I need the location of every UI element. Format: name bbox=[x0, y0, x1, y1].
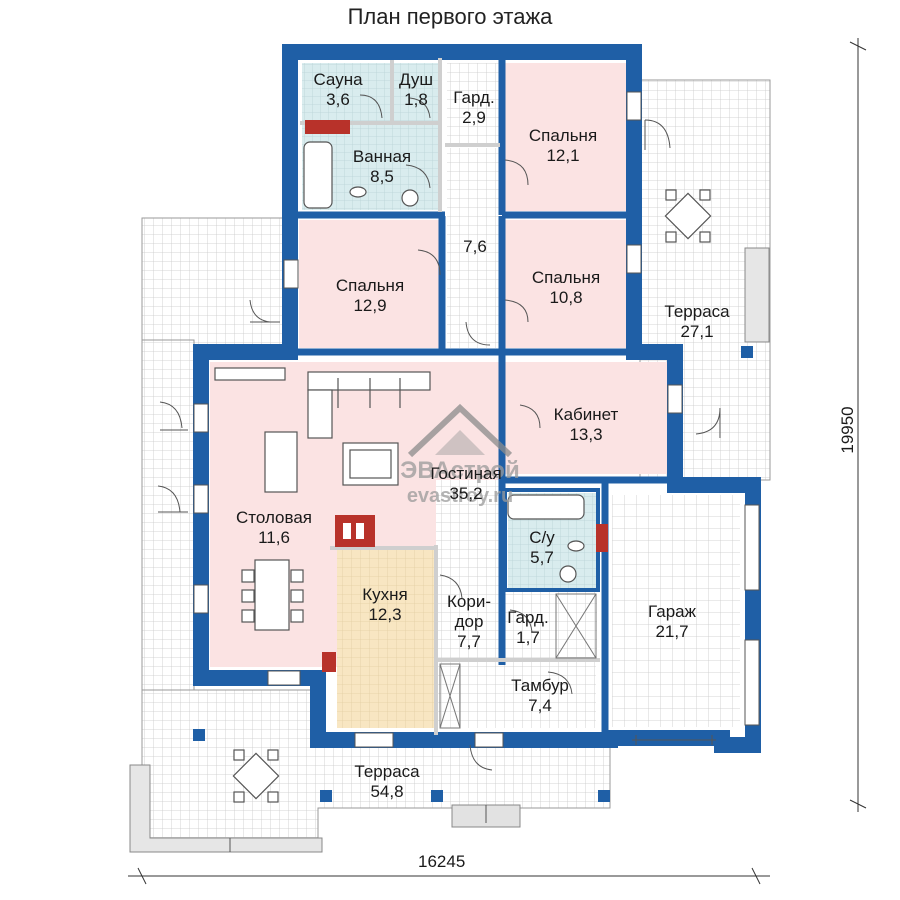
watermark-brand: ЭВАстрой bbox=[400, 457, 520, 484]
patio-table-icon bbox=[232, 189, 712, 803]
dimension-height: 19950 bbox=[838, 406, 857, 454]
shower-floor bbox=[394, 63, 438, 121]
house-logo-icon bbox=[407, 403, 513, 458]
sauna-floor bbox=[302, 63, 390, 121]
garage-floor bbox=[612, 495, 740, 727]
kitchen-floor bbox=[337, 550, 434, 728]
wardrobe-mid-floor bbox=[505, 592, 597, 660]
door-icon bbox=[157, 94, 721, 771]
wardrobe-top-floor bbox=[447, 63, 499, 143]
office-floor bbox=[505, 362, 667, 474]
entrance-steps bbox=[229, 804, 521, 852]
page-title: План первого этажа bbox=[347, 4, 553, 29]
dimension-lines bbox=[128, 38, 867, 885]
room-label-wardrobe-mid: Гард.1,7 bbox=[507, 608, 549, 647]
bathtub-icon bbox=[303, 141, 585, 583]
hall-floor bbox=[447, 148, 499, 348]
bedroom-ne-floor bbox=[505, 63, 627, 211]
sofa-icon bbox=[214, 367, 431, 493]
window-icon bbox=[193, 91, 760, 748]
garage-door bbox=[632, 735, 716, 745]
interior-walls bbox=[295, 56, 675, 740]
bedroom-w-floor bbox=[299, 220, 439, 348]
room-label-wardrobe-top: Гард.2,9 bbox=[453, 88, 495, 127]
dining-table-icon bbox=[241, 559, 304, 631]
bedroom-e-floor bbox=[505, 220, 627, 348]
dimension-width: 16245 bbox=[418, 852, 466, 871]
wardrobe-icon bbox=[439, 593, 597, 729]
vestibule-floor bbox=[438, 662, 596, 728]
chimney-icon bbox=[305, 120, 608, 672]
corridor-floor bbox=[436, 480, 502, 660]
watermark-logo: ЭВАстрой evastroy.ru bbox=[380, 400, 540, 508]
watermark-site: evastroy.ru bbox=[406, 485, 514, 507]
exterior-walls bbox=[193, 44, 761, 753]
room-label-hall: 7,6 bbox=[463, 237, 487, 256]
column-icon bbox=[193, 346, 753, 802]
